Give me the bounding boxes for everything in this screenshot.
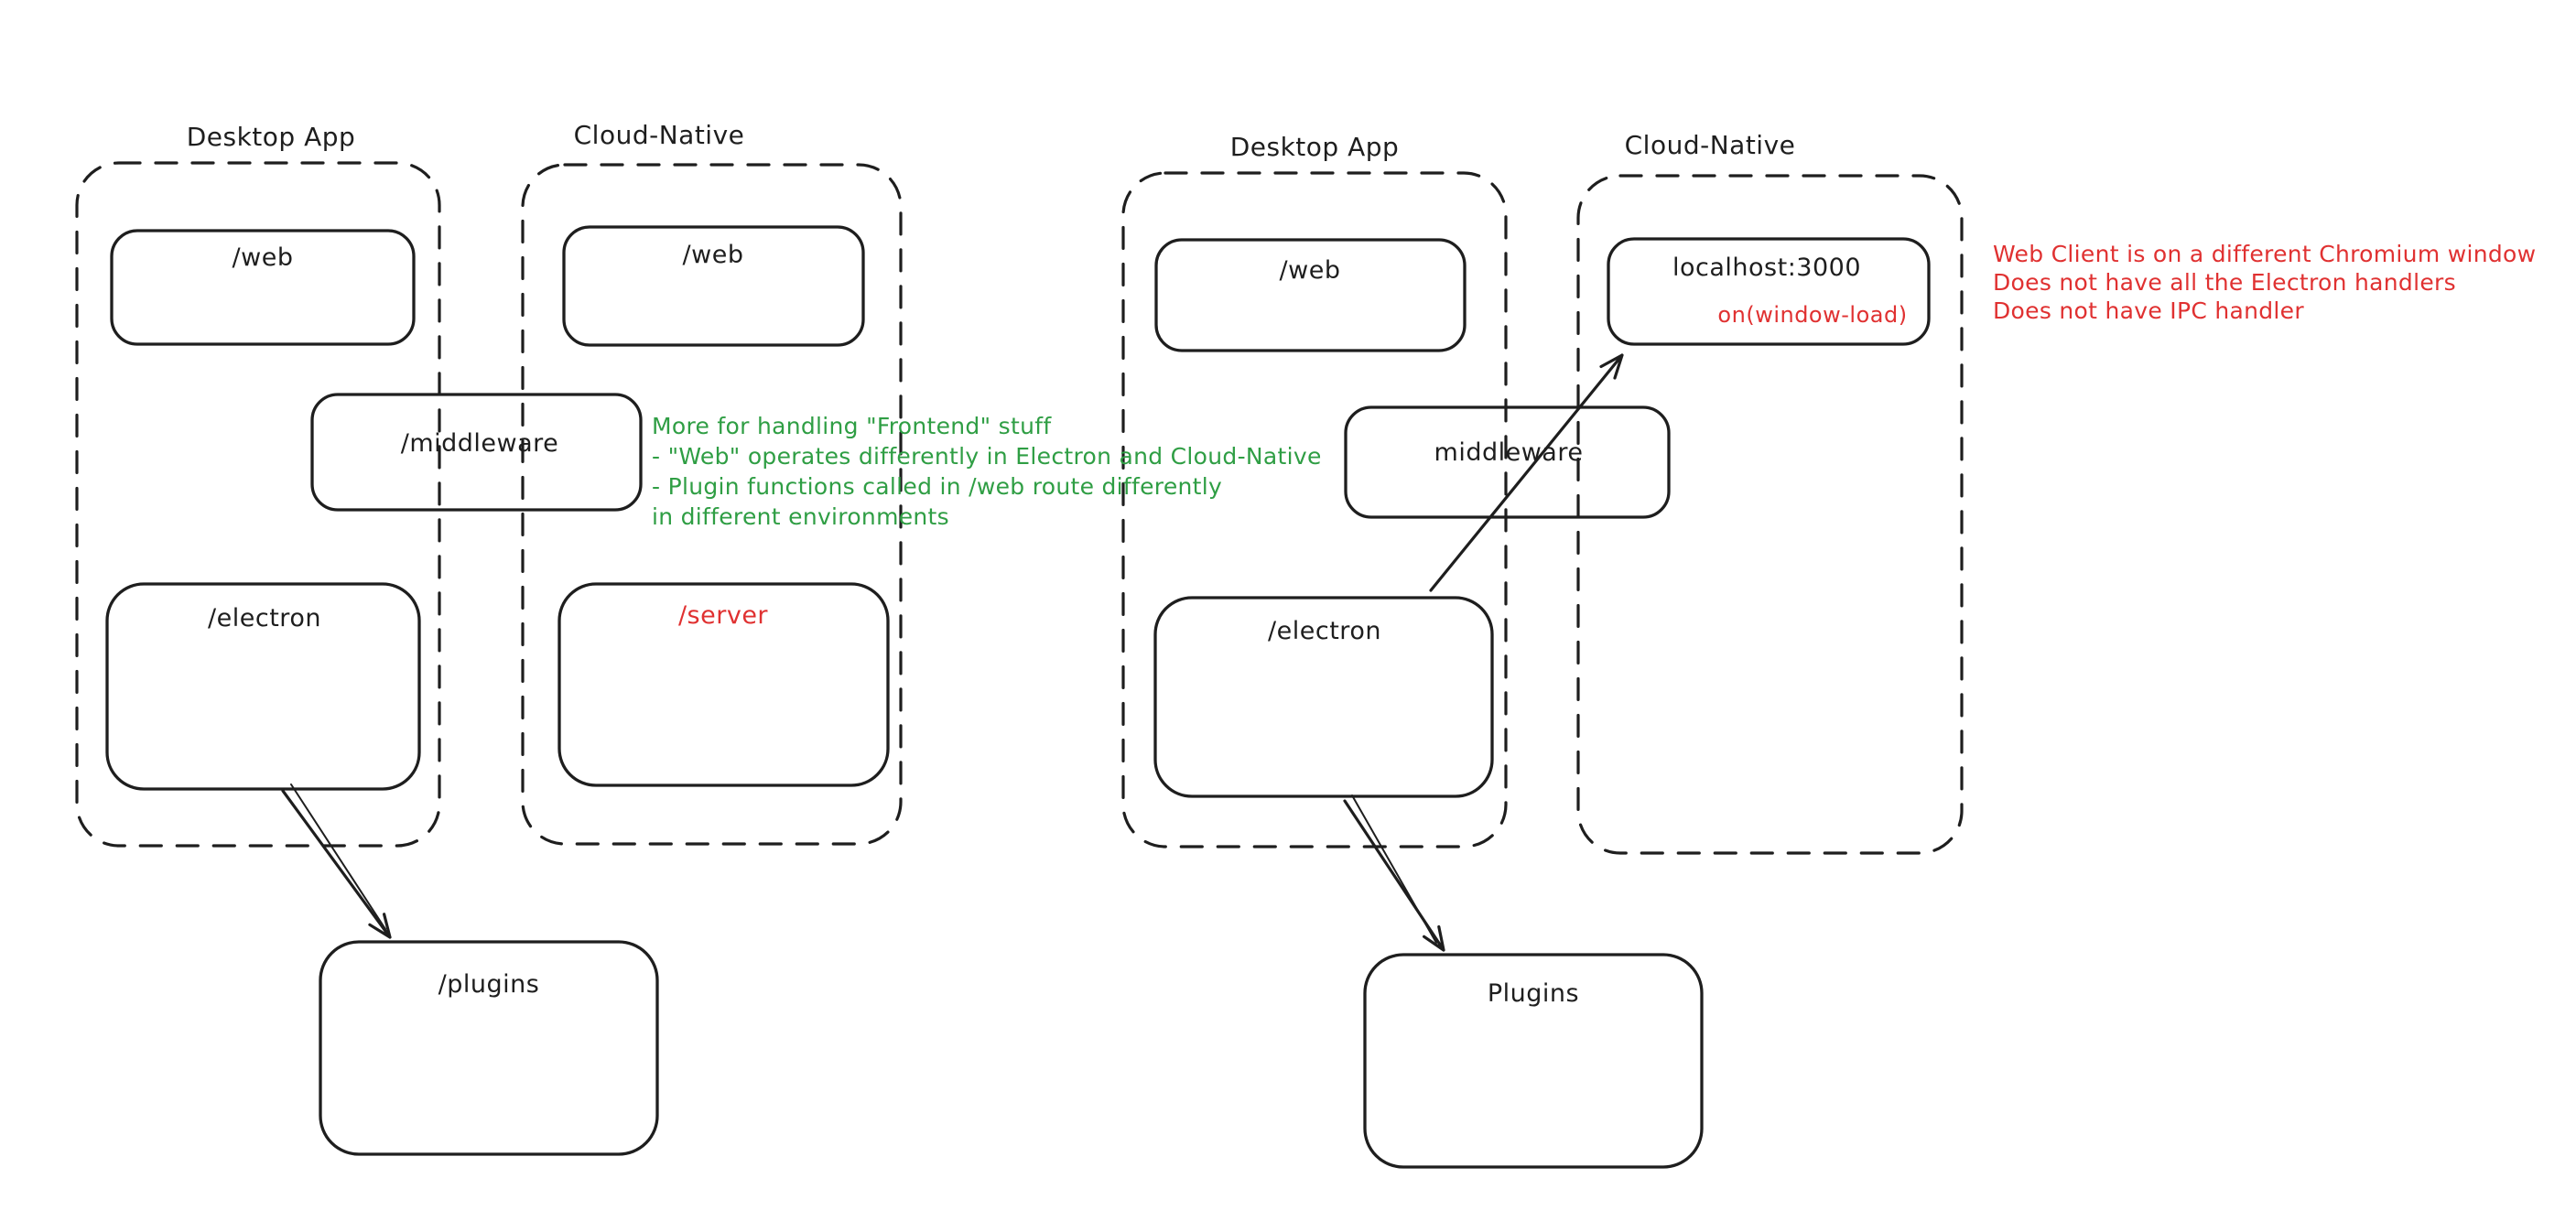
left-electron-box — [105, 582, 421, 791]
left-cloud-native-title: Cloud-Native — [573, 120, 745, 150]
right-web-box — [1154, 238, 1467, 352]
left-middleware-label: /middleware — [400, 429, 559, 458]
left-middleware-box — [310, 393, 643, 512]
left-desktop-app-title: Desktop App — [186, 122, 356, 152]
right-electron-label: /electron — [1268, 617, 1381, 645]
right-web-label: /web — [1279, 256, 1341, 285]
left-plugins-box — [319, 940, 659, 1156]
green-annotation-line: More for handling "Frontend" stuff — [652, 413, 1052, 439]
right-electron-to-plugins-arrow — [1343, 799, 1445, 952]
right-middleware-label: middleware — [1434, 438, 1584, 467]
right-electron-to-localhost-arrow — [1429, 353, 1624, 592]
left-desktop-app-frame — [75, 161, 441, 848]
right-plugins-label: Plugins — [1487, 979, 1580, 1008]
left-desktop-web-box — [110, 229, 416, 346]
right-localhost-box — [1607, 237, 1931, 346]
green-annotation: More for handling "Frontend" stuff - "We… — [652, 411, 1322, 532]
green-annotation-line: in different environments — [652, 503, 949, 530]
right-electron-to-plugins-arrow-stroke2 — [1351, 794, 1437, 944]
left-cloud-web-box — [562, 225, 865, 347]
right-desktop-app-title: Desktop App — [1229, 132, 1400, 162]
left-cloud-native-frame — [521, 163, 903, 846]
green-annotation-line: - "Web" operates differently in Electron… — [652, 443, 1322, 470]
left-electron-label: /electron — [208, 604, 321, 632]
left-desktop-web-label: /web — [232, 243, 294, 272]
right-electron-box — [1153, 596, 1494, 798]
left-cloud-web-label: /web — [682, 241, 744, 269]
right-localhost-label: localhost:3000 — [1672, 254, 1862, 282]
red-annotation-line: Does not have all the Electron handlers — [1993, 269, 2456, 296]
left-plugins-label: /plugins — [438, 970, 540, 999]
red-annotation-line: Web Client is on a different Chromium wi… — [1993, 241, 2537, 267]
left-server-label: /server — [677, 601, 769, 630]
right-window-load-label: on(window-load) — [1717, 302, 1908, 328]
left-electron-to-plugins-arrow — [281, 789, 392, 939]
red-annotation: Web Client is on a different Chromium wi… — [1993, 240, 2536, 325]
red-annotation-line: Does not have IPC handler — [1993, 297, 2304, 324]
right-cloud-native-title: Cloud-Native — [1624, 130, 1796, 160]
left-server-box — [557, 582, 890, 787]
left-electron-to-plugins-arrow-stroke2 — [290, 784, 386, 930]
right-desktop-app-frame — [1121, 171, 1508, 848]
right-cloud-native-frame — [1576, 174, 1964, 855]
right-plugins-box — [1363, 953, 1704, 1169]
right-middleware-box — [1344, 405, 1671, 519]
green-annotation-line: - Plugin functions called in /web route … — [652, 473, 1223, 500]
